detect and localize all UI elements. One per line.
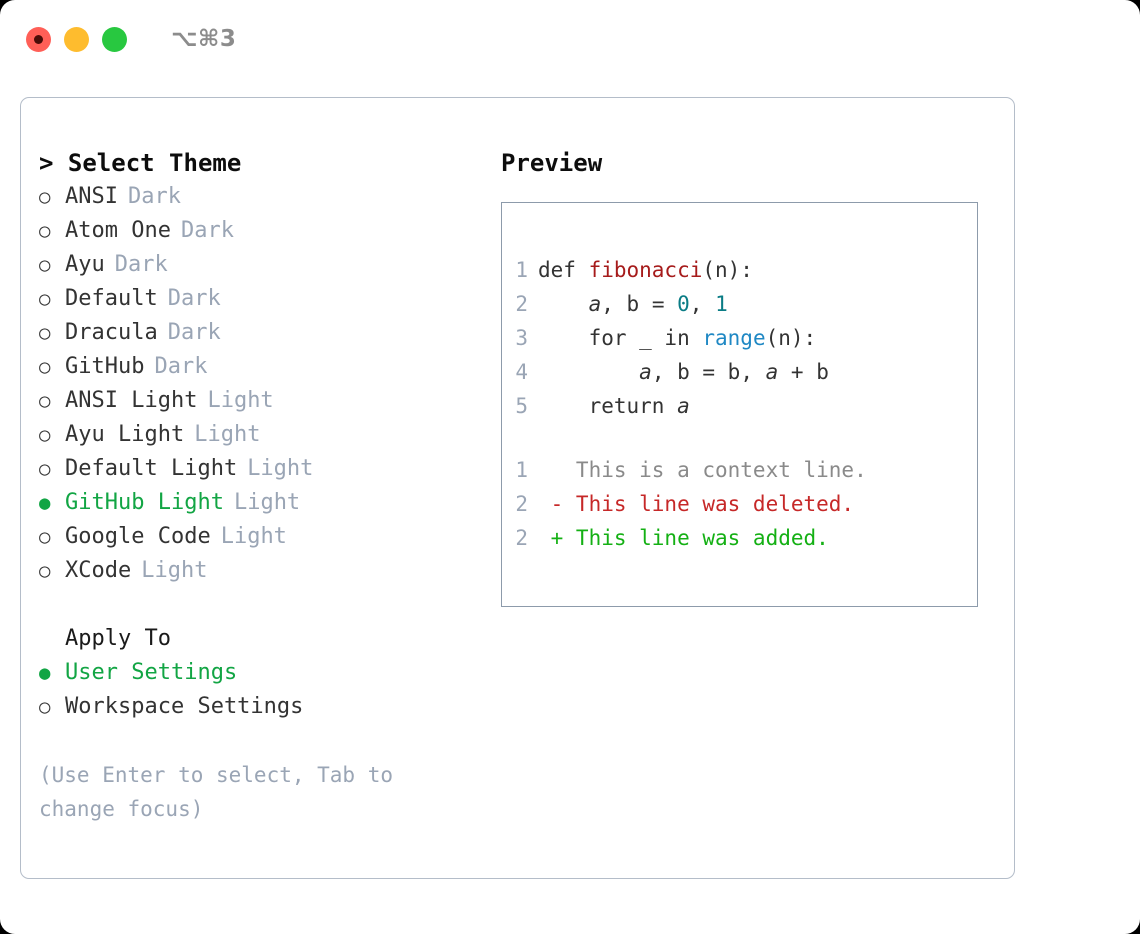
line-number: 1: [515, 258, 528, 282]
theme-option-5[interactable]: ○ GitHub Dark: [39, 350, 491, 384]
theme-option-label: Dracula: [65, 320, 158, 345]
preview-heading: Preview: [501, 149, 603, 177]
apply-to-option-label: Workspace Settings: [65, 694, 304, 719]
theme-option-tag: Light: [233, 490, 301, 515]
theme-option-tag: Dark: [154, 354, 208, 379]
code-text: return a: [538, 394, 690, 418]
theme-option-10[interactable]: ○ Google Code Light: [39, 520, 491, 554]
code-text: for _ in range(n):: [538, 326, 817, 350]
diff-line-1: 2 - This line was deleted.: [502, 487, 977, 521]
radio-empty-icon: ○: [39, 254, 51, 276]
line-number: 2: [515, 292, 528, 316]
apply-to-label: Apply To: [65, 626, 171, 651]
theme-option-label: Atom One: [65, 218, 171, 243]
line-number: 4: [515, 360, 528, 384]
theme-option-1[interactable]: ○ Atom One Dark: [39, 214, 491, 248]
theme-option-label: ANSI Light: [65, 388, 198, 413]
theme-option-label: GitHub Light: [65, 490, 224, 515]
theme-option-tag: Dark: [180, 218, 234, 243]
maximize-icon[interactable]: [102, 26, 127, 52]
code-diff-gap: [502, 423, 977, 453]
theme-option-label: Google Code: [65, 524, 211, 549]
theme-option-label: XCode: [65, 558, 132, 583]
line-number: 5: [515, 394, 528, 418]
theme-option-tag: Light: [194, 422, 261, 447]
theme-option-tag: Light: [220, 524, 287, 549]
radio-empty-icon: ○: [39, 186, 51, 208]
theme-option-9[interactable]: ● GitHub Light Light: [39, 486, 491, 520]
close-icon[interactable]: [26, 26, 51, 52]
minimize-icon[interactable]: [64, 26, 89, 52]
apply-to-list[interactable]: ● User Settings ○ Workspace Settings: [39, 656, 491, 724]
line-number: 1: [515, 458, 528, 482]
theme-option-0[interactable]: ○ ANSI Dark: [39, 180, 491, 214]
code-text: def fibonacci(n):: [538, 258, 753, 282]
apply-to-option-0[interactable]: ● User Settings: [39, 656, 491, 690]
code-line-0: 1 def fibonacci(n):: [502, 253, 977, 287]
theme-option-3[interactable]: ○ Default Dark: [39, 282, 491, 316]
theme-option-tag: Light: [141, 558, 208, 583]
section-spacer: [39, 588, 491, 622]
diff-text: This is a context line.: [538, 458, 867, 482]
radio-empty-icon: ○: [39, 390, 51, 412]
theme-option-tag: Dark: [167, 286, 221, 311]
code-line-1: 2 a, b = 0, 1: [502, 287, 977, 321]
theme-option-tag: Dark: [114, 252, 168, 277]
radio-empty-icon: ○: [39, 322, 51, 344]
theme-option-label: Ayu: [65, 252, 105, 277]
radio-empty-icon: ○: [39, 458, 51, 480]
theme-option-tag: Dark: [167, 320, 221, 345]
theme-option-tag: Light: [207, 388, 274, 413]
code-line-4: 5 return a: [502, 389, 977, 423]
keyboard-hint-text: (Use Enter to select, Tab to change focu…: [39, 763, 394, 821]
code-text: a, b = 0, 1: [588, 292, 728, 316]
radio-selected-icon: ●: [39, 492, 51, 514]
theme-option-7[interactable]: ○ Ayu Light Light: [39, 418, 491, 452]
theme-option-label: Ayu Light: [65, 422, 185, 447]
radio-empty-icon: ○: [39, 220, 51, 242]
theme-option-label: ANSI: [65, 184, 118, 209]
theme-option-tag: Dark: [127, 184, 181, 209]
radio-empty-icon: ○: [39, 696, 51, 718]
theme-option-label: Default: [65, 286, 158, 311]
radio-empty-icon: ○: [39, 526, 51, 548]
line-number: 3: [515, 326, 528, 350]
theme-option-11[interactable]: ○ XCode Light: [39, 554, 491, 588]
title-bar: ⌥⌘3: [0, 0, 1140, 78]
diff-text: + This line was added.: [538, 526, 829, 550]
theme-option-8[interactable]: ○ Default Light Light: [39, 452, 491, 486]
apply-to-option-1[interactable]: ○ Workspace Settings: [39, 690, 491, 724]
radio-selected-icon: ●: [39, 662, 51, 684]
line-number: 2: [515, 492, 528, 516]
apply-to-option-label: User Settings: [65, 660, 238, 685]
radio-empty-icon: ○: [39, 560, 51, 582]
theme-option-2[interactable]: ○ Ayu Dark: [39, 248, 491, 282]
theme-option-label: Default Light: [65, 456, 238, 481]
code-line-3: 4 a, b = b, a + b: [502, 355, 977, 389]
theme-option-6[interactable]: ○ ANSI Light Light: [39, 384, 491, 418]
code-text: a, b = b, a + b: [639, 360, 829, 384]
radio-empty-icon: ○: [39, 288, 51, 310]
diff-line-2: 2 + This line was added.: [502, 521, 977, 555]
radio-empty-icon: ○: [39, 356, 51, 378]
diff-sample: 1 This is a context line.2 - This line w…: [502, 453, 977, 555]
diff-line-0: 1 This is a context line.: [502, 453, 977, 487]
radio-empty-icon: ○: [39, 424, 51, 446]
select-theme-heading: > Select Theme: [39, 149, 242, 177]
code-line-2: 3 for _ in range(n):: [502, 321, 977, 355]
theme-option-label: GitHub: [65, 354, 145, 379]
line-number: 2: [515, 526, 528, 550]
diff-text: - This line was deleted.: [538, 492, 855, 516]
traffic-lights: [26, 26, 127, 52]
keyboard-shortcut-label: ⌥⌘3: [171, 26, 237, 52]
theme-option-4[interactable]: ○ Dracula Dark: [39, 316, 491, 350]
theme-option-tag: Light: [247, 456, 314, 481]
